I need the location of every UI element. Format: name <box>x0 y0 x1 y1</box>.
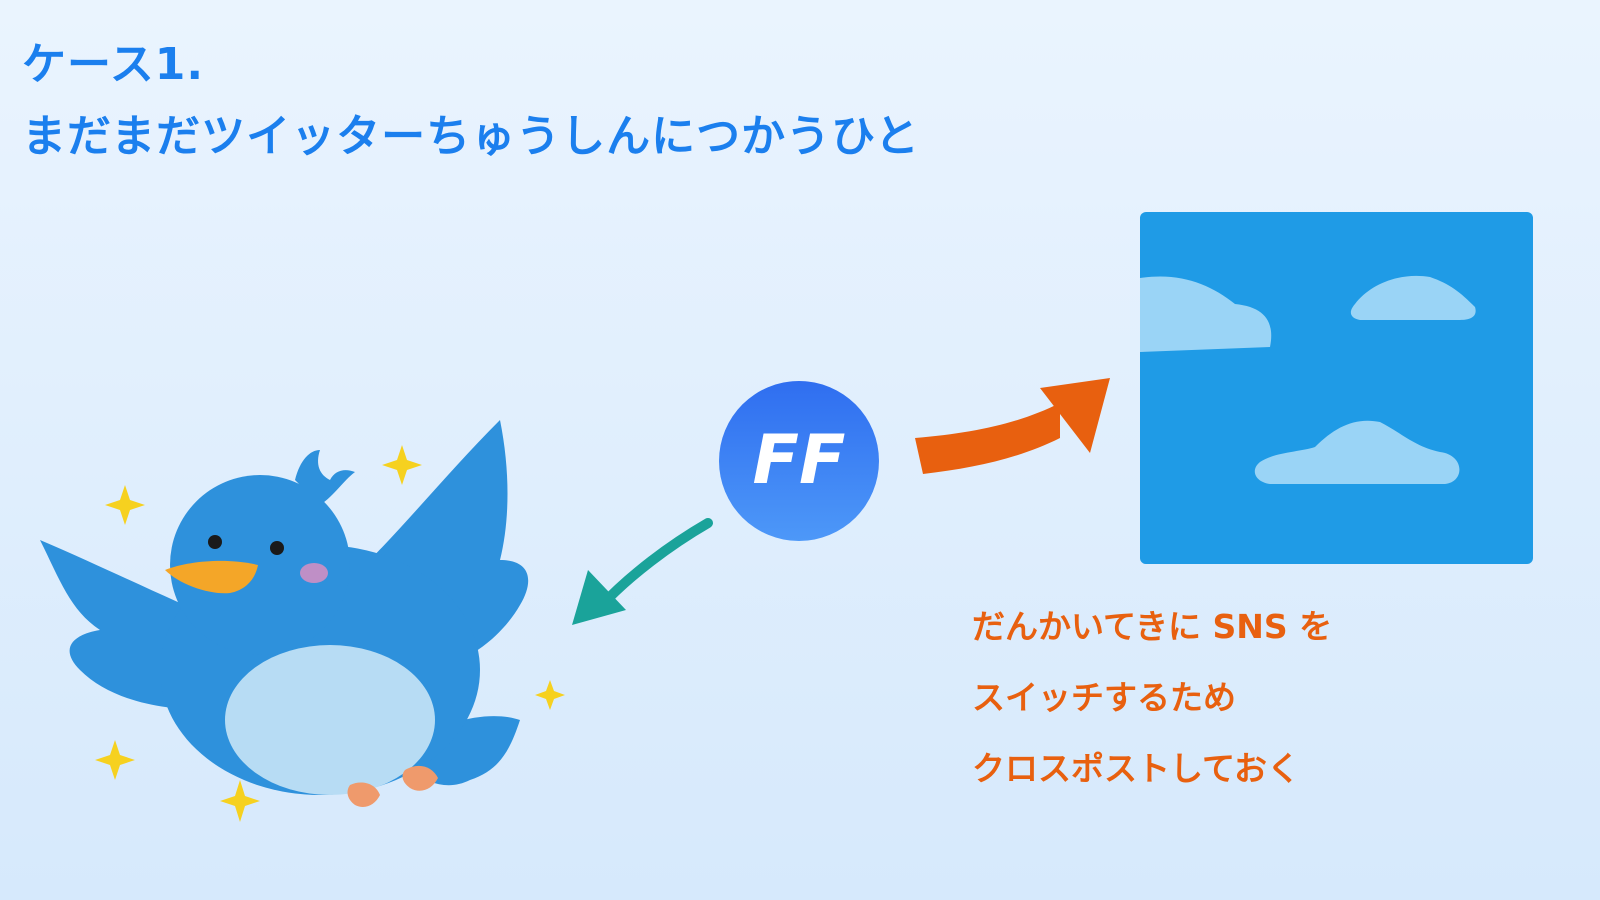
description-line: スイッチするため <box>972 678 1236 717</box>
description-line: クロスポストしておく <box>972 749 1301 788</box>
logo-text: FF <box>753 421 846 500</box>
description-line: だんかいてきに SNS を <box>972 607 1333 646</box>
slide-title-case: ケース1. <box>22 39 205 90</box>
sparkle-icon <box>95 445 565 822</box>
bluebird-icon <box>40 420 565 822</box>
sky-icon <box>1140 212 1533 564</box>
green-arrow-icon <box>572 518 713 625</box>
ff-logo-icon: FF <box>719 381 879 541</box>
orange-arrow-icon <box>915 378 1110 474</box>
slide-title-subject: まだまだツイッターちゅうしんにつかうひと <box>22 111 920 162</box>
